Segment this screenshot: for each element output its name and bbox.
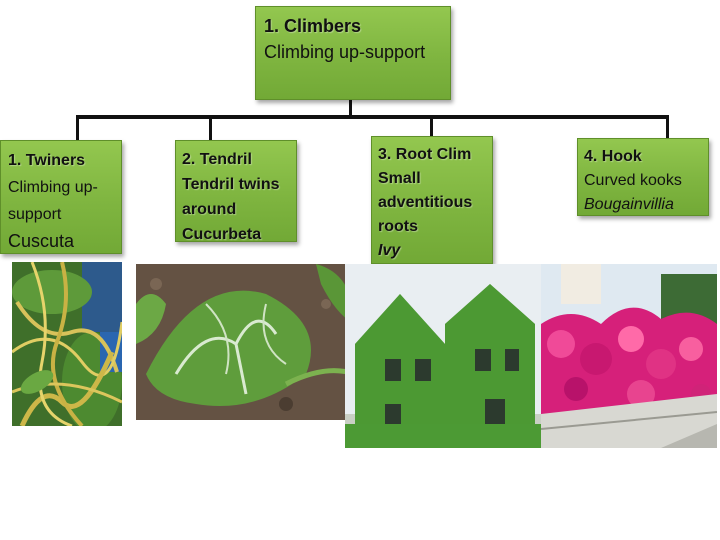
ivy-house-photo bbox=[345, 264, 541, 448]
connector-drop-4 bbox=[666, 115, 669, 138]
connector-drop-1 bbox=[76, 115, 79, 140]
node-example: Ivy bbox=[378, 242, 401, 259]
node-description: Climbing up-support bbox=[8, 179, 98, 223]
node-description: Curved kooks bbox=[584, 172, 682, 189]
root-title: 1. Climbers bbox=[264, 16, 362, 36]
bougainvillea-wall-photo bbox=[541, 264, 717, 448]
node-title: 2. Tendril bbox=[182, 151, 252, 168]
node-description: Tendril twins around Cucurbeta bbox=[182, 176, 280, 243]
root-description: Climbing up-support bbox=[264, 42, 426, 62]
connector-drop-3 bbox=[430, 115, 433, 136]
node-tendril: 2. Tendril Tendril twins around Cucurbet… bbox=[175, 140, 297, 243]
root-node-climbers: 1. Climbers Climbing up-support bbox=[255, 6, 451, 100]
node-description: Small adventitious roots bbox=[378, 170, 473, 235]
cuscuta-photo bbox=[12, 262, 122, 426]
node-hook: 4. Hook Curved kooks Bougainvillia bbox=[577, 138, 709, 216]
connector-drop-2 bbox=[209, 115, 212, 140]
node-example: Bougainvillia bbox=[584, 196, 674, 213]
node-example: Cuscuta bbox=[8, 231, 75, 251]
node-root-climbers: 3. Root Clim Small adventitious roots Iv… bbox=[371, 136, 493, 264]
connector-horizontal bbox=[76, 115, 669, 119]
connector-root-stem bbox=[349, 100, 352, 116]
node-title: 1. Twiners bbox=[8, 152, 86, 169]
node-title: 3. Root Clim bbox=[378, 146, 472, 163]
node-twiners: 1. Twiners Climbing up-support Cuscuta bbox=[0, 140, 122, 254]
tendril-leaf-photo bbox=[136, 264, 354, 420]
node-title: 4. Hook bbox=[584, 148, 642, 165]
